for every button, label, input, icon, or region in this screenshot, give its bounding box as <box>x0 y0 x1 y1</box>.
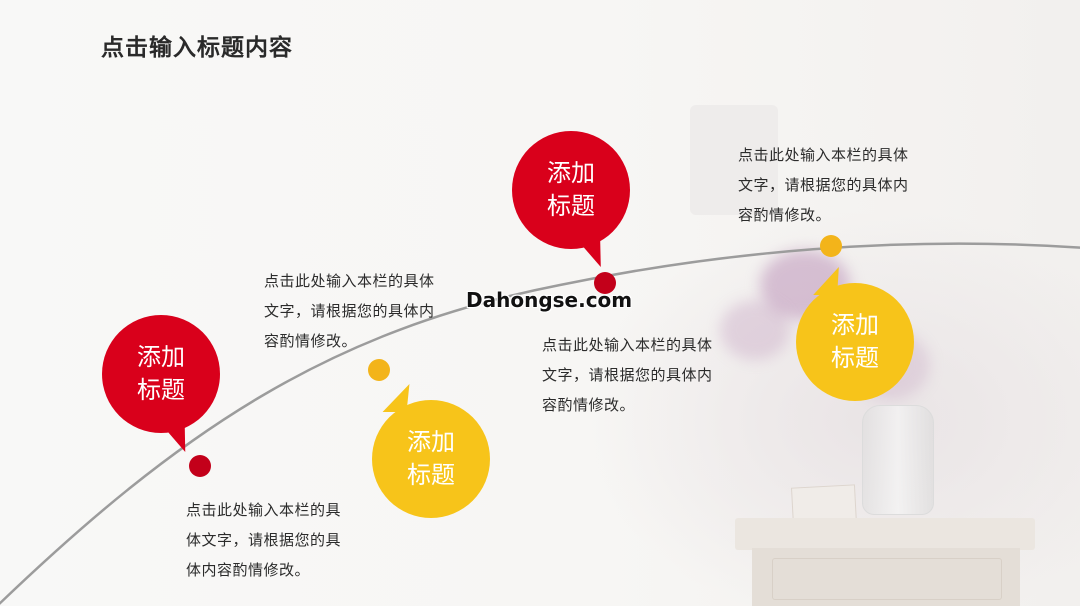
milestone-1-dot <box>189 455 211 477</box>
milestone-4-description[interactable]: 点击此处输入本栏的具体 文字，请根据您的具体内 容酌情修改。 <box>738 146 909 224</box>
milestone-1-title[interactable]: 添加 标题 <box>137 343 185 404</box>
milestone-2-bubble[interactable]: 添加 标题 <box>372 384 490 518</box>
page-title[interactable]: 点击输入标题内容 <box>101 35 293 61</box>
milestone-3-dot <box>594 272 616 294</box>
milestone-3-title[interactable]: 添加 标题 <box>547 159 595 220</box>
milestone-3-bubble[interactable]: 添加 标题 <box>512 131 630 267</box>
glass-vase-image <box>862 405 934 515</box>
milestone-4-dot <box>820 235 842 257</box>
milestone-4-bubble[interactable]: 添加 标题 <box>796 267 914 401</box>
site-watermark: Dahongse.com <box>466 288 633 312</box>
side-table-body-image <box>752 548 1020 606</box>
drawer-panel-image <box>772 558 1002 600</box>
milestone-2-title[interactable]: 添加 标题 <box>407 428 455 489</box>
background-shape <box>690 105 778 215</box>
milestone-2-description[interactable]: 点击此处输入本栏的具体 文字，请根据您的具体内 容酌情修改。 <box>264 272 435 350</box>
lilac-flower-image <box>720 300 790 360</box>
milestone-1-bubble[interactable]: 添加 标题 <box>102 315 220 452</box>
side-table-image <box>735 518 1035 550</box>
milestone-4-title[interactable]: 添加 标题 <box>831 311 879 372</box>
milestone-1-description[interactable]: 点击此处输入本栏的具 体文字，请根据您的具 体内容酌情修改。 <box>186 501 342 579</box>
milestone-3-description[interactable]: 点击此处输入本栏的具体 文字，请根据您的具体内 容酌情修改。 <box>542 336 713 414</box>
milestone-2-dot <box>368 359 390 381</box>
